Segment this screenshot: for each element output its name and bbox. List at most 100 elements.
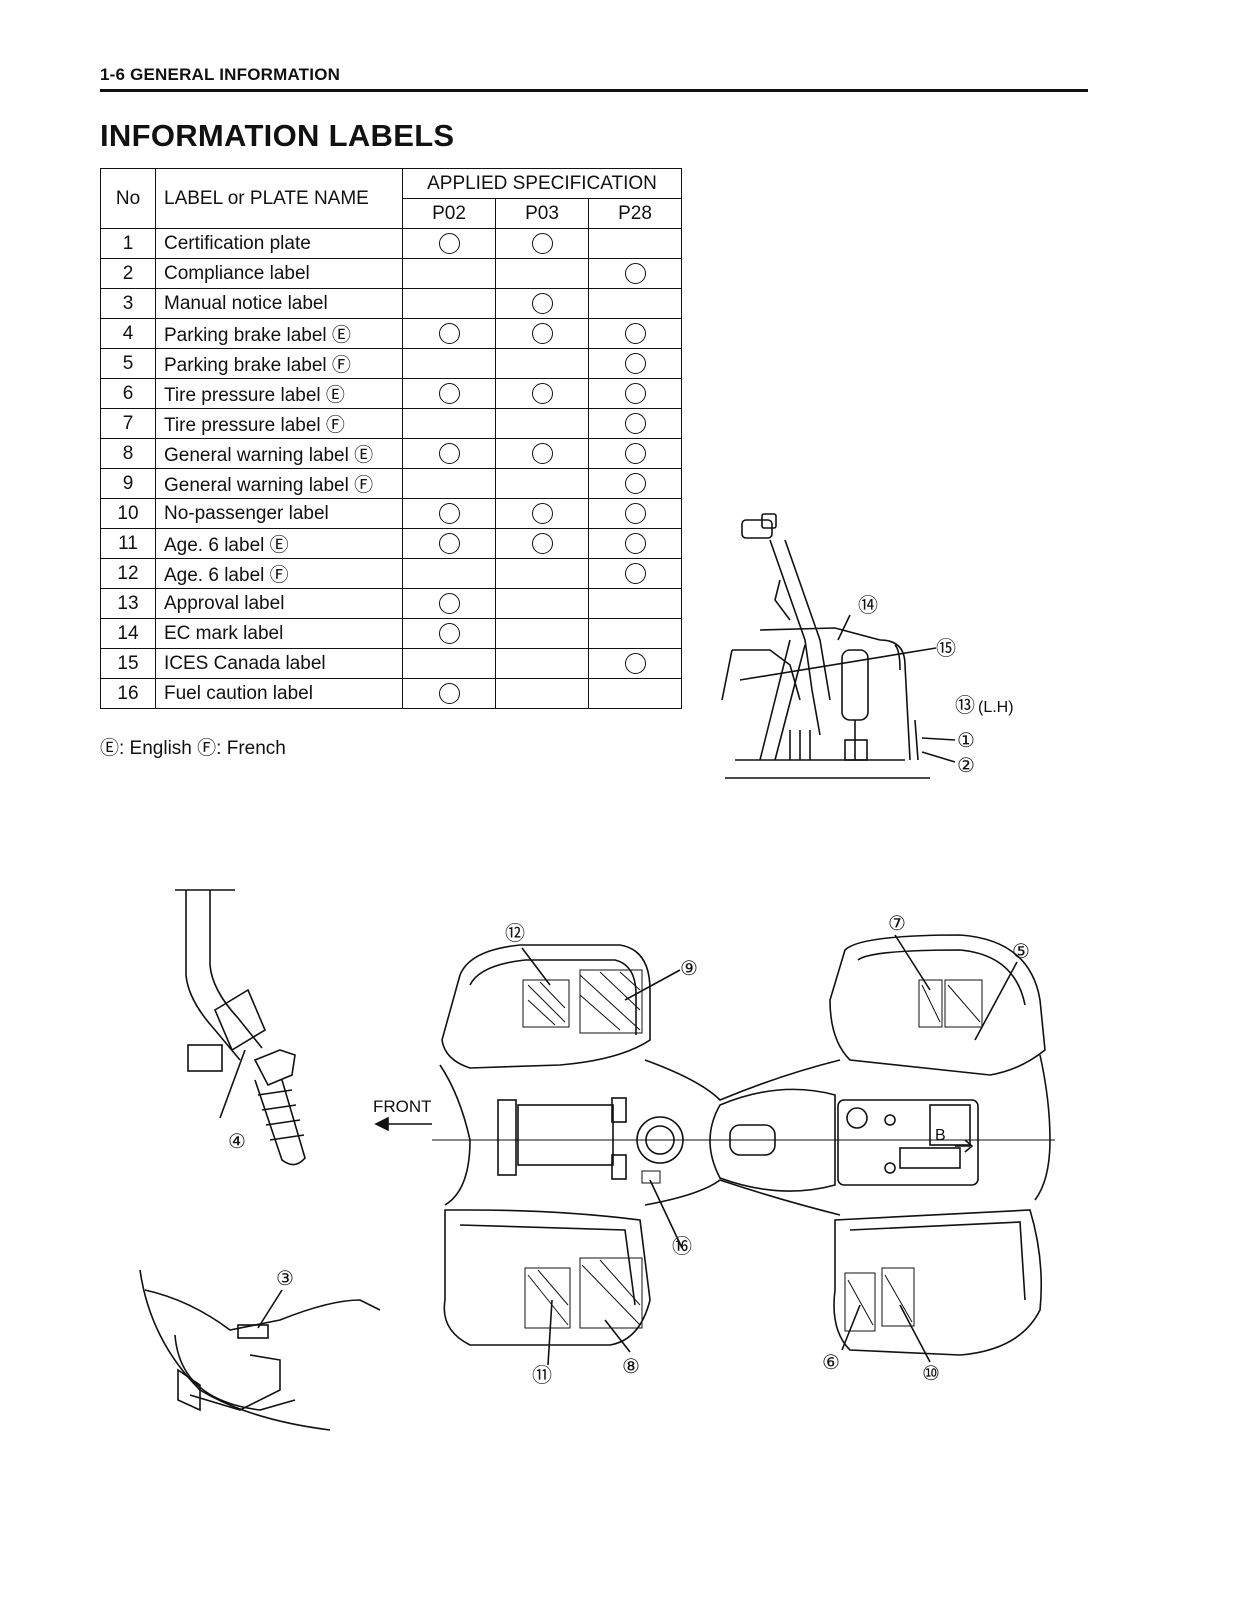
side-note-lh: (L.H) — [978, 699, 1014, 716]
row-label-name: Parking brake label Ⓔ — [155, 318, 403, 349]
col-spec-header: APPLIED SPECIFICATION — [402, 168, 682, 199]
applied-mark-icon — [531, 502, 553, 524]
spec-cell-p28 — [588, 378, 682, 409]
spec-cell-p28 — [588, 288, 682, 319]
callout-13: ⑬ — [955, 694, 975, 717]
spec-p02-header: P02 — [402, 198, 496, 229]
language-legend: Ⓔ: English Ⓕ: French — [100, 738, 286, 759]
row-number: 3 — [100, 288, 156, 319]
spec-cell-p03 — [495, 558, 589, 589]
spec-cell-p02 — [402, 258, 496, 289]
applied-mark-icon — [531, 232, 553, 254]
front-label: FRONT — [373, 1097, 432, 1116]
row-label-name: ICES Canada label — [155, 648, 403, 679]
row-label-name: Compliance label — [155, 258, 403, 289]
applied-mark-icon — [624, 562, 646, 584]
row-label-name: Tire pressure label Ⓕ — [155, 408, 403, 439]
spec-cell-p03 — [495, 228, 589, 259]
spec-cell-p28 — [588, 468, 682, 499]
row-label-name: Certification plate — [155, 228, 403, 259]
row-label-name: Parking brake label Ⓕ — [155, 348, 403, 379]
applied-mark-icon — [624, 472, 646, 494]
callout-4: ④ — [228, 1131, 246, 1153]
applied-mark-icon — [624, 532, 646, 554]
applied-mark-icon — [624, 442, 646, 464]
applied-mark-icon — [438, 442, 460, 464]
applied-mark-icon — [438, 232, 460, 254]
spec-cell-p02 — [402, 228, 496, 259]
compartment-illustration — [139, 1269, 381, 1431]
b-label: B — [935, 1127, 946, 1144]
row-number: 15 — [100, 648, 156, 679]
callout-1: ① — [957, 730, 975, 752]
row-label-name: General warning label Ⓔ — [155, 438, 403, 469]
applied-mark-icon — [624, 502, 646, 524]
spec-p03-header: P03 — [495, 198, 589, 229]
applied-mark-icon — [438, 622, 460, 644]
spec-cell-p02 — [402, 678, 496, 709]
spec-cell-p03 — [495, 588, 589, 619]
row-number: 13 — [100, 588, 156, 619]
applied-mark-icon — [438, 382, 460, 404]
spec-cell-p02 — [402, 468, 496, 499]
row-number: 7 — [100, 408, 156, 439]
applied-mark-icon — [531, 532, 553, 554]
callout-16: ⑯ — [672, 1235, 692, 1258]
applied-mark-icon — [624, 322, 646, 344]
spec-cell-p03 — [495, 648, 589, 679]
callout-6: ⑥ — [822, 1352, 840, 1374]
callout-9: ⑨ — [680, 958, 698, 980]
callout-15: ⑮ — [936, 637, 956, 660]
handlebar-illustration — [175, 889, 306, 1166]
callout-3: ③ — [276, 1268, 294, 1290]
spec-cell-p28 — [588, 438, 682, 469]
row-label-name: Fuel caution label — [155, 678, 403, 709]
spec-cell-p02 — [402, 288, 496, 319]
spec-cell-p28 — [588, 678, 682, 709]
spec-cell-p28 — [588, 588, 682, 619]
callout-12: ⑫ — [505, 922, 525, 945]
spec-p28-header: P28 — [588, 198, 682, 229]
page-header: 1-6 GENERAL INFORMATION — [100, 62, 1088, 92]
page-title: INFORMATION LABELS — [100, 118, 455, 153]
callout-11: ⑪ — [532, 1364, 552, 1387]
callout-10: ⑩ — [922, 1363, 940, 1385]
applied-mark-icon — [624, 412, 646, 434]
applied-mark-icon — [624, 262, 646, 284]
row-number: 10 — [100, 498, 156, 529]
applied-mark-icon — [531, 442, 553, 464]
row-number: 1 — [100, 228, 156, 259]
row-label-name: Age. 6 label Ⓕ — [155, 558, 403, 589]
callout-8: ⑧ — [622, 1356, 640, 1378]
row-label-name: Approval label — [155, 588, 403, 619]
spec-cell-p02 — [402, 318, 496, 349]
applied-mark-icon — [438, 592, 460, 614]
applied-mark-icon — [438, 502, 460, 524]
spec-cell-p03 — [495, 498, 589, 529]
applied-mark-icon — [624, 652, 646, 674]
col-name-header: LABEL or PLATE NAME — [155, 168, 403, 229]
applied-mark-icon — [531, 292, 553, 314]
top-view-illustration: B — [374, 934, 1055, 1366]
spec-cell-p02 — [402, 378, 496, 409]
spec-cell-p03 — [495, 678, 589, 709]
applied-mark-icon — [624, 382, 646, 404]
applied-mark-icon — [438, 682, 460, 704]
applied-mark-icon — [531, 322, 553, 344]
row-label-name: Age. 6 label Ⓔ — [155, 528, 403, 559]
labels-table: No LABEL or PLATE NAME APPLIED SPECIFICA… — [100, 168, 682, 709]
side-view-illustration — [721, 513, 956, 779]
applied-mark-icon — [624, 352, 646, 374]
callout-2: ② — [957, 755, 975, 777]
